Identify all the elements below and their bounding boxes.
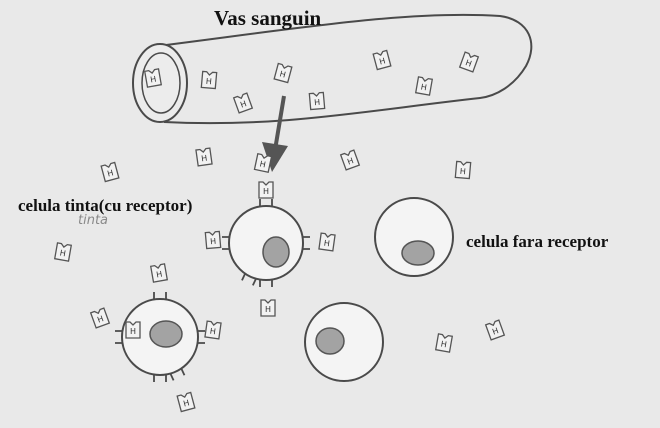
handwritten-note: tinta xyxy=(78,213,109,228)
hormone-h-icon: H xyxy=(253,152,273,174)
hormone-h-icon: H xyxy=(372,49,392,71)
receptor xyxy=(259,199,273,206)
hormone-label: H xyxy=(96,314,105,325)
hormone-h-icon: H xyxy=(260,299,276,317)
hormone-label: H xyxy=(420,83,427,93)
hormone-h-icon: H xyxy=(232,92,254,114)
hormone-h-icon: H xyxy=(434,333,454,353)
receptor xyxy=(241,273,257,286)
hormone-label: H xyxy=(205,77,212,86)
hormone-h-icon: H xyxy=(143,68,163,88)
blood-vessel-opening-inner xyxy=(141,52,181,114)
receptor xyxy=(169,368,186,381)
cell-nucleus xyxy=(149,320,183,348)
receptor xyxy=(153,375,167,382)
hormone-label: H xyxy=(130,327,136,336)
blood-vessel-body xyxy=(157,13,533,125)
arrow-down-icon xyxy=(262,95,288,172)
hormone-label: H xyxy=(209,327,216,337)
receptor xyxy=(303,236,310,250)
receptor xyxy=(115,330,122,344)
hormone-label: H xyxy=(378,56,386,66)
hormone-h-icon: H xyxy=(484,319,506,341)
hormone-label: H xyxy=(210,237,217,246)
receptor xyxy=(222,236,229,250)
hormone-h-icon: H xyxy=(53,242,73,262)
non-target-cell-upper xyxy=(374,197,454,277)
hormone-label: H xyxy=(259,159,267,169)
hormone-h-icon: H xyxy=(204,320,222,340)
hormone-label: H xyxy=(459,167,466,176)
hormone-h-icon: H xyxy=(100,161,120,183)
hormone-h-icon: H xyxy=(200,70,218,90)
hormone-label: H xyxy=(265,305,271,314)
hormone-h-icon: H xyxy=(176,391,196,413)
hormone-h-icon: H xyxy=(318,232,336,252)
cell-nucleus xyxy=(262,236,290,268)
title-blood-vessel: Vas sanguin xyxy=(214,6,322,30)
target-cell-lower xyxy=(121,298,199,376)
hormone-label: H xyxy=(59,249,66,259)
hormone-h-icon: H xyxy=(89,307,111,329)
label-target-cell: celula tinta(cu receptor) xyxy=(18,196,193,215)
hormone-label: H xyxy=(263,187,269,196)
hormone-h-icon: H xyxy=(273,62,293,84)
hormone-h-icon: H xyxy=(125,321,141,339)
hormone-label: H xyxy=(491,326,500,337)
hormone-label: H xyxy=(182,398,190,408)
hormone-h-icon: H xyxy=(454,160,472,180)
hormone-label: H xyxy=(156,270,163,280)
hormone-label: H xyxy=(106,168,114,178)
hormone-label: H xyxy=(150,75,157,85)
hormone-h-icon: H xyxy=(414,76,434,96)
hormone-h-icon: H xyxy=(195,147,213,167)
hormone-label: H xyxy=(314,98,321,107)
hormone-h-icon: H xyxy=(204,230,222,250)
hormone-label: H xyxy=(279,69,287,79)
hormone-molecules: H H H H H H H H H H H H H H H H H H H H H H H H H xyxy=(53,49,506,413)
label-cell-without-receptor: celula fara receptor xyxy=(466,232,609,251)
hormone-h-icon: H xyxy=(258,181,274,199)
non-target-cell-lower xyxy=(304,302,384,382)
hormone-label: H xyxy=(346,156,355,167)
receptors xyxy=(115,199,310,382)
receptor xyxy=(153,292,167,299)
cell-nucleus xyxy=(401,240,435,266)
hormone-label: H xyxy=(323,239,330,249)
hormone-h-icon: H xyxy=(339,149,361,171)
hormone-h-icon: H xyxy=(149,263,169,283)
receptor xyxy=(259,280,273,287)
cell-nucleus xyxy=(315,327,345,355)
receptor xyxy=(198,330,205,344)
hormone-label: H xyxy=(239,99,248,110)
hormone-h-icon: H xyxy=(308,91,326,111)
target-cell-upper xyxy=(228,205,304,281)
hormone-label: H xyxy=(440,340,447,350)
hormone-label: H xyxy=(201,154,208,164)
hormone-h-icon: H xyxy=(458,51,480,73)
hormone-label: H xyxy=(464,58,473,69)
